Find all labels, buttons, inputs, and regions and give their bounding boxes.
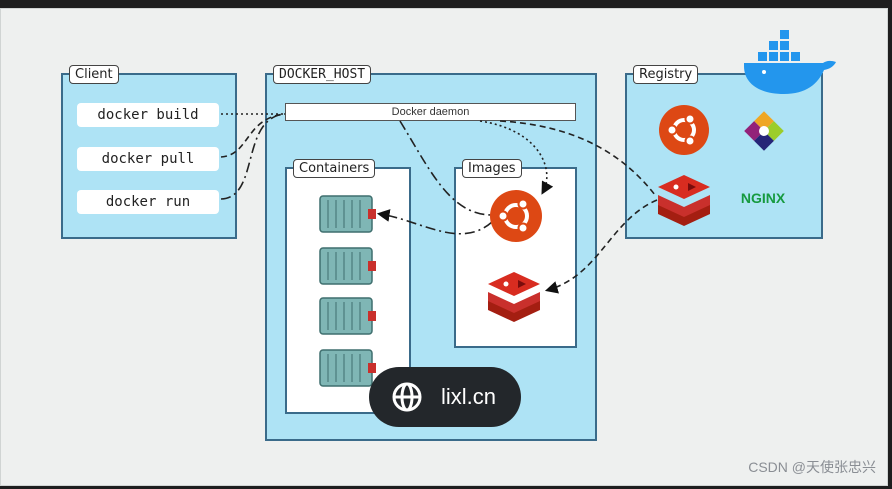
image-to-container-arrow — [376, 209, 493, 235]
client-title: Client — [69, 65, 119, 84]
build-to-image-arrow — [479, 120, 554, 195]
registry-panel: Registry — [625, 65, 823, 239]
client-panel: Client docker build docker pull docker r… — [61, 65, 237, 239]
docker-host-title: DOCKER_HOST — [273, 65, 372, 84]
redis-registry-icon — [658, 175, 710, 226]
daemon-to-image-arrow — [399, 120, 493, 216]
watermark: CSDN @天使张忠兴 — [748, 459, 876, 475]
container-icon — [319, 247, 376, 285]
container-icon — [319, 297, 376, 335]
registry-to-image-arrow — [544, 199, 658, 294]
site-badge[interactable]: lixl.cn — [369, 367, 521, 427]
redis-image-icon — [488, 272, 540, 322]
containers-title: Containers — [293, 159, 376, 178]
ubuntu-registry-icon — [659, 105, 709, 155]
centos-icon — [744, 111, 784, 151]
daemon-to-registry-arrow — [499, 120, 656, 196]
docker-pull-command: docker pull — [77, 147, 219, 171]
docker-run-command: docker run — [77, 190, 219, 214]
ubuntu-image-icon — [490, 190, 542, 242]
run-connector — [220, 113, 286, 200]
registry-title: Registry — [633, 65, 699, 84]
site-badge-label: lixl.cn — [441, 384, 497, 409]
globe-icon — [392, 382, 422, 412]
images-title: Images — [462, 159, 522, 178]
docker-whale-icon — [744, 30, 836, 94]
container-icon — [319, 349, 376, 387]
container-icon — [319, 195, 376, 233]
docker-build-command: docker build — [77, 103, 219, 127]
nginx-logo: NGINX — [741, 190, 786, 206]
docker-daemon-bar: Docker daemon — [285, 103, 576, 121]
